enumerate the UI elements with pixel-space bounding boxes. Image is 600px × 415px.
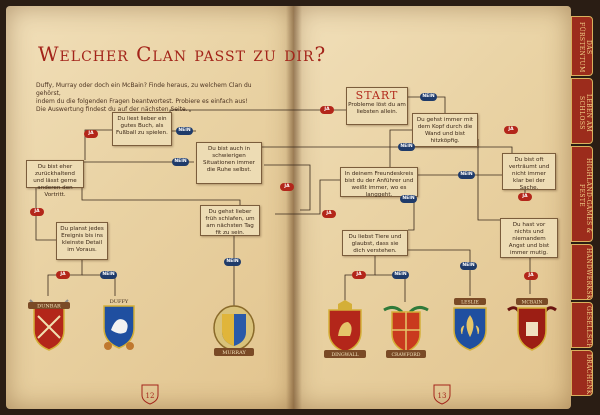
answer-badge-ja: JA	[504, 126, 518, 134]
answer-badge-ja: JA	[84, 130, 98, 138]
answer-badge-nein: NEIN	[420, 93, 437, 101]
crest-murray: MURRAY	[208, 300, 260, 362]
question-box-fearless: Du hast vor nichts und niemandem Angst u…	[500, 218, 558, 258]
crest-name-crawford: CRAWFORD	[392, 352, 421, 358]
question-box-animals: Du liebst Tiere und glaubst, dass sie di…	[342, 230, 408, 256]
answer-badge-ja: JA	[322, 210, 336, 218]
question-box-reserved: Du bist eher zurückhaltend und lässt ger…	[26, 160, 84, 198]
answer-badge-nein: NEIN	[172, 158, 189, 166]
crest-leslie: LESLIE	[446, 296, 494, 358]
crest-duffy: DUFFY	[96, 296, 142, 358]
crest-name-mcbain: MCBAIN	[522, 300, 543, 306]
tab-gesellschaft[interactable]: GESELLSCHAFT	[571, 302, 593, 348]
question-box-reading: Du liest lieber ein gutes Buch, als Fußb…	[112, 112, 172, 146]
answer-badge-ja: JA	[524, 272, 538, 280]
intro-line: indem du die folgenden Fragen beantworte…	[36, 98, 248, 105]
page-number-shield-icon	[433, 384, 451, 405]
page-number-text: 12	[145, 392, 155, 400]
crest-dingwall-icon: DINGWALL	[324, 300, 366, 358]
crest-crawford: CRAWFORD	[380, 302, 432, 362]
crest-mcbain: MCBAIN	[506, 296, 558, 358]
start-question: Probleme löst du am liebsten allein.	[348, 102, 406, 115]
crest-name-dunbar: DUNBAR	[37, 304, 61, 310]
answer-badge-nein: NEIN	[176, 127, 193, 135]
page-number-left: 12	[140, 383, 160, 405]
crest-dunbar: DUNBAR	[24, 296, 74, 358]
answer-badge-ja: JA	[56, 271, 70, 279]
tab-drachenkunde[interactable]: DRACHENKUNDE	[571, 350, 593, 396]
start-label: START	[355, 89, 399, 102]
tab-handwerkskunst[interactable]: HANDWERKSKUNST	[571, 244, 593, 300]
answer-badge-nein: NEIN	[460, 262, 477, 270]
crest-name-murray: MURRAY	[222, 350, 246, 356]
crest-duffy-icon: DUFFY	[103, 299, 135, 350]
crest-dingwall: DINGWALL	[320, 300, 370, 362]
page-number-shield-icon	[141, 384, 159, 405]
crest-name-dingwall: DINGWALL	[331, 352, 358, 358]
start-box: START Probleme löst du am liebsten allei…	[346, 87, 408, 125]
answer-badge-nein: NEIN	[398, 143, 415, 151]
answer-badge-ja: JA	[352, 271, 366, 279]
tab-highland-games[interactable]: HIGHLAND-GAMES & FESTE	[571, 146, 593, 242]
answer-badge-nein: NEIN	[392, 271, 409, 279]
crest-crawford-icon: CRAWFORD	[383, 305, 429, 358]
crest-dunbar-icon: DUNBAR	[28, 299, 70, 351]
crest-name-duffy: DUFFY	[110, 299, 129, 305]
page-number-right: 13	[432, 383, 452, 405]
question-box-headstrong: Du gehst immer mit dem Kopf durch die Wa…	[412, 113, 478, 147]
book-spine	[286, 6, 302, 409]
crest-mcbain-icon: MCBAIN	[507, 298, 557, 351]
question-box-calm: Du bist auch in schwierigen Situationen …	[196, 142, 262, 184]
tab-das-fuerstentum[interactable]: DAS FÜRSTENTUM	[571, 16, 593, 76]
intro-line: Duffy, Murray oder doch ein McBain? Find…	[36, 82, 252, 97]
answer-badge-nein: NEIN	[100, 271, 117, 279]
question-box-early-sleep: Du gehst lieber früh schlafen, um am näc…	[200, 205, 260, 236]
page-number-text: 13	[437, 392, 447, 400]
question-box-planner: Du planst jedes Ereignis bis ins kleinst…	[56, 222, 108, 260]
answer-badge-nein: NEIN	[458, 171, 475, 179]
answer-badge-ja: JA	[320, 106, 334, 114]
intro-text: Duffy, Murray oder doch ein McBain? Find…	[36, 82, 268, 114]
answer-badge-ja: JA	[518, 193, 532, 201]
crest-murray-icon: MURRAY	[213, 305, 255, 356]
answer-badge-ja: JA	[280, 183, 294, 191]
answer-badge-nein: NEIN	[400, 195, 417, 203]
crest-name-leslie: LESLIE	[461, 300, 479, 306]
answer-badge-ja: JA	[30, 208, 44, 216]
tab-leben-am-schloss[interactable]: LEBEN AM SCHLOSS	[571, 78, 593, 144]
answer-badge-nein: NEIN	[224, 258, 241, 266]
question-box-leader: In deinem Freundeskreis bist du der Anfü…	[340, 167, 418, 198]
question-box-dreamy: Du bist oft verträumt und nicht immer kl…	[502, 153, 556, 191]
page-title: Welcher Clan passt zu dir?	[38, 42, 327, 66]
crest-leslie-icon: LESLIE	[453, 298, 487, 351]
intro-line: Die Auswertung findest du auf der nächst…	[36, 106, 188, 113]
chapter-tabs: DAS FÜRSTENTUM LEBEN AM SCHLOSS HIGHLAND…	[571, 16, 593, 396]
